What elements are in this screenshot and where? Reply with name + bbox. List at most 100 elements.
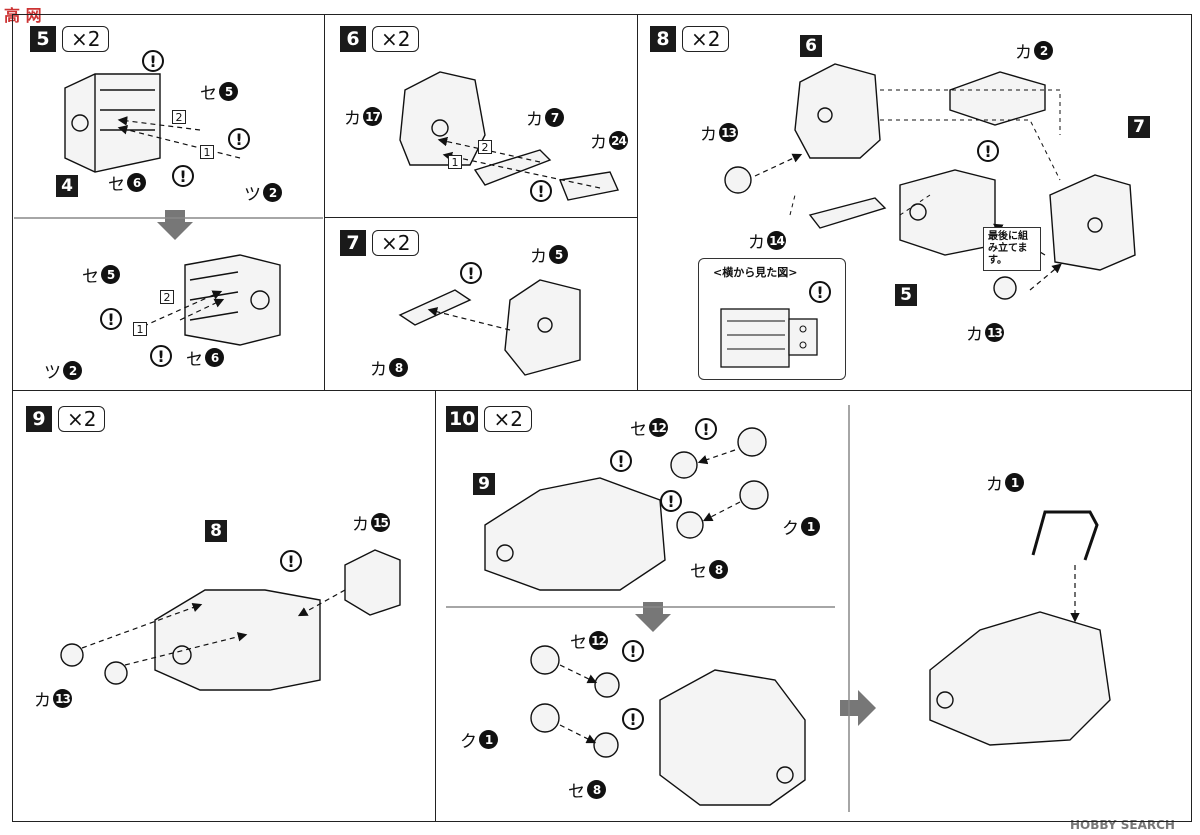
part-number-circle: 17 (363, 107, 382, 126)
step-number: 9 (26, 406, 52, 432)
order-2-box: 2 (172, 110, 186, 124)
step-number: 7 (340, 230, 366, 256)
part-number-circle: 7 (545, 108, 564, 127)
part-number-circle: 15 (371, 513, 390, 532)
multiplier-badge: ×2 (484, 406, 532, 432)
part-number-circle: 24 (609, 131, 628, 150)
inset-title: <横から見た図> (713, 266, 798, 279)
part-letter: ツ (244, 185, 261, 205)
caution-icon: ! (228, 128, 250, 150)
side-view-drawing (720, 308, 818, 368)
part-letter: カ (986, 475, 1003, 495)
part-letter: セ (82, 267, 99, 287)
part-number-circle: 6 (205, 348, 224, 367)
caution-icon: ! (142, 50, 164, 72)
part-letter: カ (370, 360, 387, 380)
step-6-header: 6 ×2 (340, 26, 420, 52)
part-number-circle: 6 (127, 173, 146, 192)
watermark-logo: 高 网 (4, 6, 42, 25)
part-letter: セ (200, 84, 217, 104)
order-1-box: 1 (448, 155, 462, 169)
part-number-circle: 12 (589, 631, 608, 650)
part-letter: セ (690, 562, 707, 582)
part-letter: カ (530, 247, 547, 267)
step-number: 5 (30, 26, 56, 52)
part-number-circle: 13 (985, 323, 1004, 342)
part-letter: カ (966, 325, 983, 345)
step-number: 8 (650, 26, 676, 52)
step-number: 6 (340, 26, 366, 52)
multiplier-badge: ×2 (372, 26, 420, 52)
part-number-circle: 13 (719, 123, 738, 142)
caution-icon: ! (172, 165, 194, 187)
caution-icon: ! (695, 418, 717, 440)
part-letter: セ (568, 782, 585, 802)
part-number-circle: 8 (709, 560, 728, 579)
part-letter: セ (570, 633, 587, 653)
multiplier-badge: ×2 (58, 406, 106, 432)
multiplier-badge: ×2 (372, 230, 420, 256)
step-10-header: 10 ×2 (446, 406, 532, 432)
caution-icon: ! (530, 180, 552, 202)
part-letter: セ (108, 175, 125, 195)
part-letter: セ (630, 420, 647, 440)
part-letter: セ (186, 350, 203, 370)
caution-icon: ! (977, 140, 999, 162)
part-number-circle: 5 (219, 82, 238, 101)
part-number-circle: 8 (587, 780, 606, 799)
part-number-circle: 2 (263, 183, 282, 202)
caution-icon: ! (610, 450, 632, 472)
panel-step-10 (435, 390, 1192, 822)
caution-icon: ! (280, 550, 302, 572)
step-9-header: 9 ×2 (26, 406, 106, 432)
part-letter: カ (344, 109, 361, 129)
caution-icon: ! (100, 308, 122, 330)
part-letter: カ (34, 691, 51, 711)
ref-subassembly-5: 5 (895, 284, 917, 306)
part-number-circle: 1 (479, 730, 498, 749)
ref-subassembly-7: 7 (1128, 116, 1150, 138)
assembly-note: 最後に組み立てます。 (983, 227, 1041, 271)
step-5-header: 5 ×2 (30, 26, 110, 52)
order-2-box: 2 (160, 290, 174, 304)
caution-icon: ! (622, 640, 644, 662)
part-letter: カ (748, 233, 765, 253)
part-number-circle: 5 (549, 245, 568, 264)
multiplier-badge: ×2 (62, 26, 110, 52)
ref-subassembly-6: 6 (800, 35, 822, 57)
part-number-circle: 14 (767, 231, 786, 250)
caution-icon: ! (660, 490, 682, 512)
part-number-circle: 2 (63, 361, 82, 380)
order-2-box: 2 (478, 140, 492, 154)
side-view-inset: <横から見た図> ! (698, 258, 846, 380)
part-number-circle: 1 (801, 517, 820, 536)
part-number-circle: 2 (1034, 41, 1053, 60)
step-8-header: 8 ×2 (650, 26, 730, 52)
part-letter: ク (460, 732, 477, 752)
multiplier-badge: ×2 (682, 26, 730, 52)
part-number-circle: 12 (649, 418, 668, 437)
ref-subassembly-8: 8 (205, 520, 227, 542)
part-number-circle: 13 (53, 689, 72, 708)
step-number: 10 (446, 406, 479, 432)
caution-icon: ! (622, 708, 644, 730)
